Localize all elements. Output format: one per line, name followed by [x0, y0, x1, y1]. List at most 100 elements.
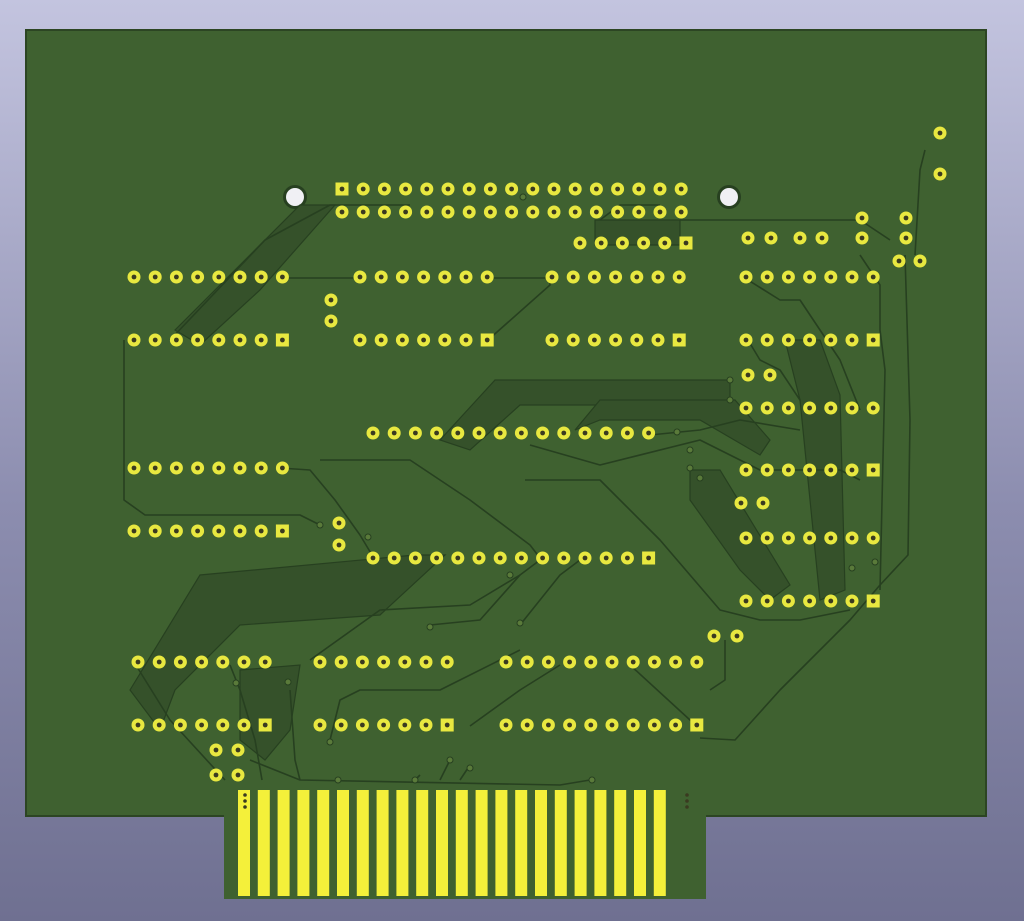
via [726, 396, 734, 404]
pad-drill [849, 467, 855, 473]
pad-drill [381, 659, 386, 665]
finger-via [243, 793, 247, 797]
via [326, 738, 334, 746]
pad-drill [258, 465, 264, 471]
pad-drill [652, 722, 657, 728]
pad-drill [476, 430, 482, 436]
pad-drill [588, 722, 594, 728]
pad-drill [131, 274, 137, 280]
pad-drill [463, 337, 469, 343]
pad-drill [743, 337, 749, 343]
pad-drill [213, 747, 219, 753]
via [686, 446, 694, 454]
pad-drill [178, 722, 183, 728]
pad-drill [807, 274, 812, 280]
pad-drill [903, 215, 909, 221]
copper-trace [747, 339, 801, 401]
pad-drill [195, 528, 201, 534]
copper-trace [133, 661, 226, 781]
edge-finger [614, 790, 627, 896]
pad-drill [530, 186, 536, 192]
pad-drill [174, 274, 179, 280]
pad-drill [400, 337, 405, 343]
via [364, 533, 372, 541]
pad-drill [807, 598, 812, 604]
pad-drill [403, 209, 408, 215]
edge-finger [376, 790, 389, 896]
pad-drill [382, 209, 387, 215]
pad-drill [634, 274, 640, 280]
copper-zone [129, 554, 447, 732]
pad-drill [317, 722, 323, 728]
edge-finger [574, 790, 587, 896]
pad-drill [870, 337, 876, 343]
pad-drill [760, 500, 766, 506]
pad-drill [797, 235, 803, 241]
pad-drill [237, 465, 243, 471]
pad-drill [764, 598, 770, 604]
pad-drill [357, 337, 363, 343]
pad-drill [764, 467, 770, 473]
pad-drill [657, 186, 663, 192]
pad-drill [423, 722, 429, 728]
pad-drill [903, 235, 909, 241]
pad-drill [402, 722, 408, 728]
pad-drill [828, 535, 834, 541]
pad-drill [216, 465, 222, 471]
pad-drill [937, 171, 943, 177]
pad-drill [497, 555, 503, 561]
pad-drill [615, 209, 620, 215]
pad-drill [328, 297, 334, 303]
pad-drill [400, 274, 405, 280]
pad-drill [678, 209, 684, 215]
pad-drill [135, 722, 141, 728]
pad-drill [237, 274, 243, 280]
via [334, 776, 342, 784]
pad-drill [570, 274, 576, 280]
pad-drill [195, 465, 201, 471]
pad-drill [609, 659, 615, 665]
pad-drill [743, 598, 749, 604]
through-hole-pads [127, 126, 947, 784]
pad-drill [549, 337, 555, 343]
pad-drill [636, 209, 642, 215]
pad-drill [488, 209, 493, 215]
pad-drill [156, 659, 162, 665]
pad-drill [360, 722, 365, 728]
pad-drill [421, 274, 426, 280]
copper-trace [289, 689, 301, 781]
pad-drill [216, 528, 222, 534]
edge-finger [436, 790, 448, 896]
pad-drill [743, 405, 749, 411]
pad-drill [434, 555, 439, 561]
pad-drill [567, 722, 572, 728]
pad-drill [280, 274, 285, 280]
pad-drill [561, 430, 567, 436]
pad-drill [743, 535, 749, 541]
pad-drill [235, 747, 241, 753]
copper-trace [229, 664, 263, 781]
via [519, 193, 527, 201]
pad-drill [577, 240, 583, 246]
pad-drill [519, 555, 524, 561]
pad-drill [519, 430, 524, 436]
pad-drill [673, 722, 678, 728]
copper-trace [519, 559, 581, 626]
edge-finger [416, 790, 429, 896]
pad-drill [745, 372, 751, 378]
pad-drill [131, 465, 137, 471]
pad-drill [338, 659, 344, 665]
pad-drill [676, 337, 682, 343]
pad-drill [220, 722, 226, 728]
pad-drill [199, 659, 205, 665]
pad-drill [572, 209, 578, 215]
edge-finger [257, 790, 270, 896]
via [506, 571, 514, 579]
edge-finger [594, 790, 607, 896]
pad-drill [828, 405, 834, 411]
pad-drill [570, 337, 576, 343]
edge-finger [535, 790, 547, 896]
pad-drill [195, 274, 201, 280]
pad-drill [357, 274, 363, 280]
